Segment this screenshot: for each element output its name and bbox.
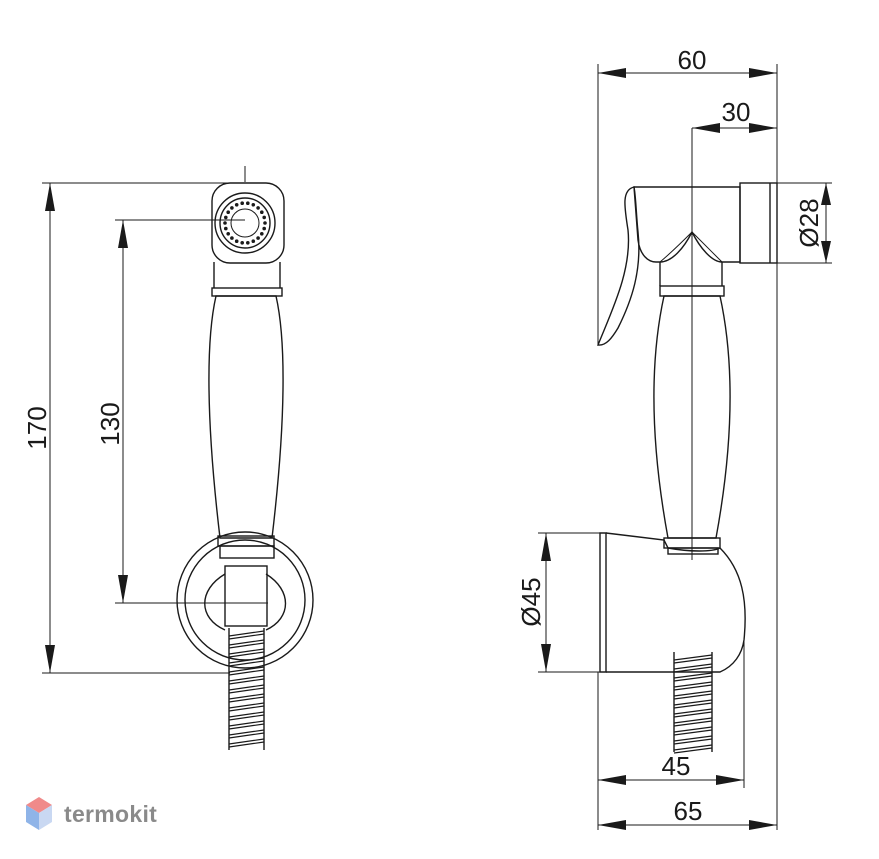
hose-coil bbox=[673, 654, 713, 664]
dim-label-170: 170 bbox=[22, 406, 52, 449]
front-handle bbox=[208, 295, 284, 539]
hose-coil bbox=[228, 720, 265, 730]
hose-coil bbox=[228, 738, 265, 748]
dim-label-60: 60 bbox=[678, 45, 707, 75]
hose-coil bbox=[228, 702, 265, 712]
hose-coil bbox=[673, 726, 713, 736]
dim-label-d28: Ø28 bbox=[794, 198, 824, 247]
hose-coil bbox=[228, 675, 265, 685]
side-trigger-lever bbox=[597, 186, 640, 346]
nozzle-hole bbox=[246, 201, 250, 205]
brand-name: termokit bbox=[64, 801, 158, 827]
hose-coil bbox=[228, 657, 265, 667]
nozzle-hole bbox=[240, 201, 244, 205]
hose-coil bbox=[673, 690, 713, 700]
dim-side-total-depth: 60 bbox=[597, 45, 778, 345]
nozzle-hole bbox=[224, 226, 228, 231]
dim-label-65: 65 bbox=[674, 796, 703, 826]
dim-label-30: 30 bbox=[722, 97, 751, 127]
side-spray-face bbox=[739, 182, 778, 264]
nozzle-hole bbox=[234, 203, 239, 207]
nozzle-hole bbox=[260, 232, 264, 236]
dim-label-45: 45 bbox=[662, 751, 691, 781]
hose-coil bbox=[673, 744, 713, 754]
nozzle-hole bbox=[260, 210, 264, 214]
hose-coil bbox=[673, 708, 713, 718]
nozzle-hole bbox=[246, 241, 250, 245]
nozzle-hole bbox=[240, 241, 244, 245]
front-wall-holder bbox=[176, 531, 314, 669]
nozzle-hole bbox=[226, 232, 230, 236]
hose-coil bbox=[673, 717, 713, 727]
dim-side-base-depth: 65 bbox=[597, 263, 778, 830]
hose-coil bbox=[228, 711, 265, 721]
hose-coil bbox=[228, 648, 265, 658]
dim-side-head-offset: 30 bbox=[692, 97, 777, 133]
side-spray-head bbox=[633, 186, 741, 263]
dim-label-d45: Ø45 bbox=[516, 577, 546, 626]
side-view: 60 30 Ø28 Ø45 bbox=[516, 45, 832, 830]
hose-coil bbox=[228, 693, 265, 703]
nozzle-hole bbox=[263, 221, 267, 225]
front-view: 170 130 bbox=[22, 166, 314, 750]
nozzle-hole bbox=[256, 206, 260, 210]
nozzle-hole bbox=[251, 239, 256, 243]
front-neck bbox=[211, 262, 283, 297]
hose-coil bbox=[673, 663, 713, 673]
nozzle-hole bbox=[262, 215, 267, 220]
side-hose bbox=[673, 652, 713, 754]
hose-coil bbox=[673, 672, 713, 682]
dim-side-holder-diameter: Ø45 bbox=[516, 532, 606, 673]
side-lower-collar bbox=[663, 537, 721, 555]
hose-coil bbox=[673, 699, 713, 709]
nozzle-hole bbox=[234, 239, 239, 243]
hose-coil bbox=[673, 681, 713, 691]
front-lower-collar bbox=[217, 535, 275, 559]
nozzle-hole bbox=[230, 236, 234, 240]
front-spray-head bbox=[211, 182, 285, 264]
dim-front-total-height: 170 bbox=[22, 182, 245, 674]
nozzle-hole bbox=[226, 210, 230, 214]
dim-label-130: 130 bbox=[95, 402, 125, 445]
dim-side-head-diameter: Ø28 bbox=[777, 182, 832, 264]
nozzle-hole bbox=[256, 236, 260, 240]
nozzle-hole bbox=[251, 203, 256, 207]
hose-coil bbox=[228, 729, 265, 739]
hose-coil bbox=[673, 735, 713, 745]
nozzle-hole bbox=[224, 215, 228, 220]
dim-front-spray-to-holder: 130 bbox=[95, 219, 268, 604]
nozzle-hole bbox=[262, 226, 267, 231]
dim-side-holder-depth: 45 bbox=[598, 640, 745, 788]
nozzle-hole bbox=[223, 221, 227, 225]
hose-coil bbox=[228, 639, 265, 649]
termokit-logo-icon bbox=[26, 797, 52, 830]
hose-coil bbox=[228, 666, 265, 676]
front-hose bbox=[228, 628, 265, 750]
nozzle-hole bbox=[230, 206, 234, 210]
hose-coil bbox=[228, 630, 265, 640]
hose-coil bbox=[228, 684, 265, 694]
